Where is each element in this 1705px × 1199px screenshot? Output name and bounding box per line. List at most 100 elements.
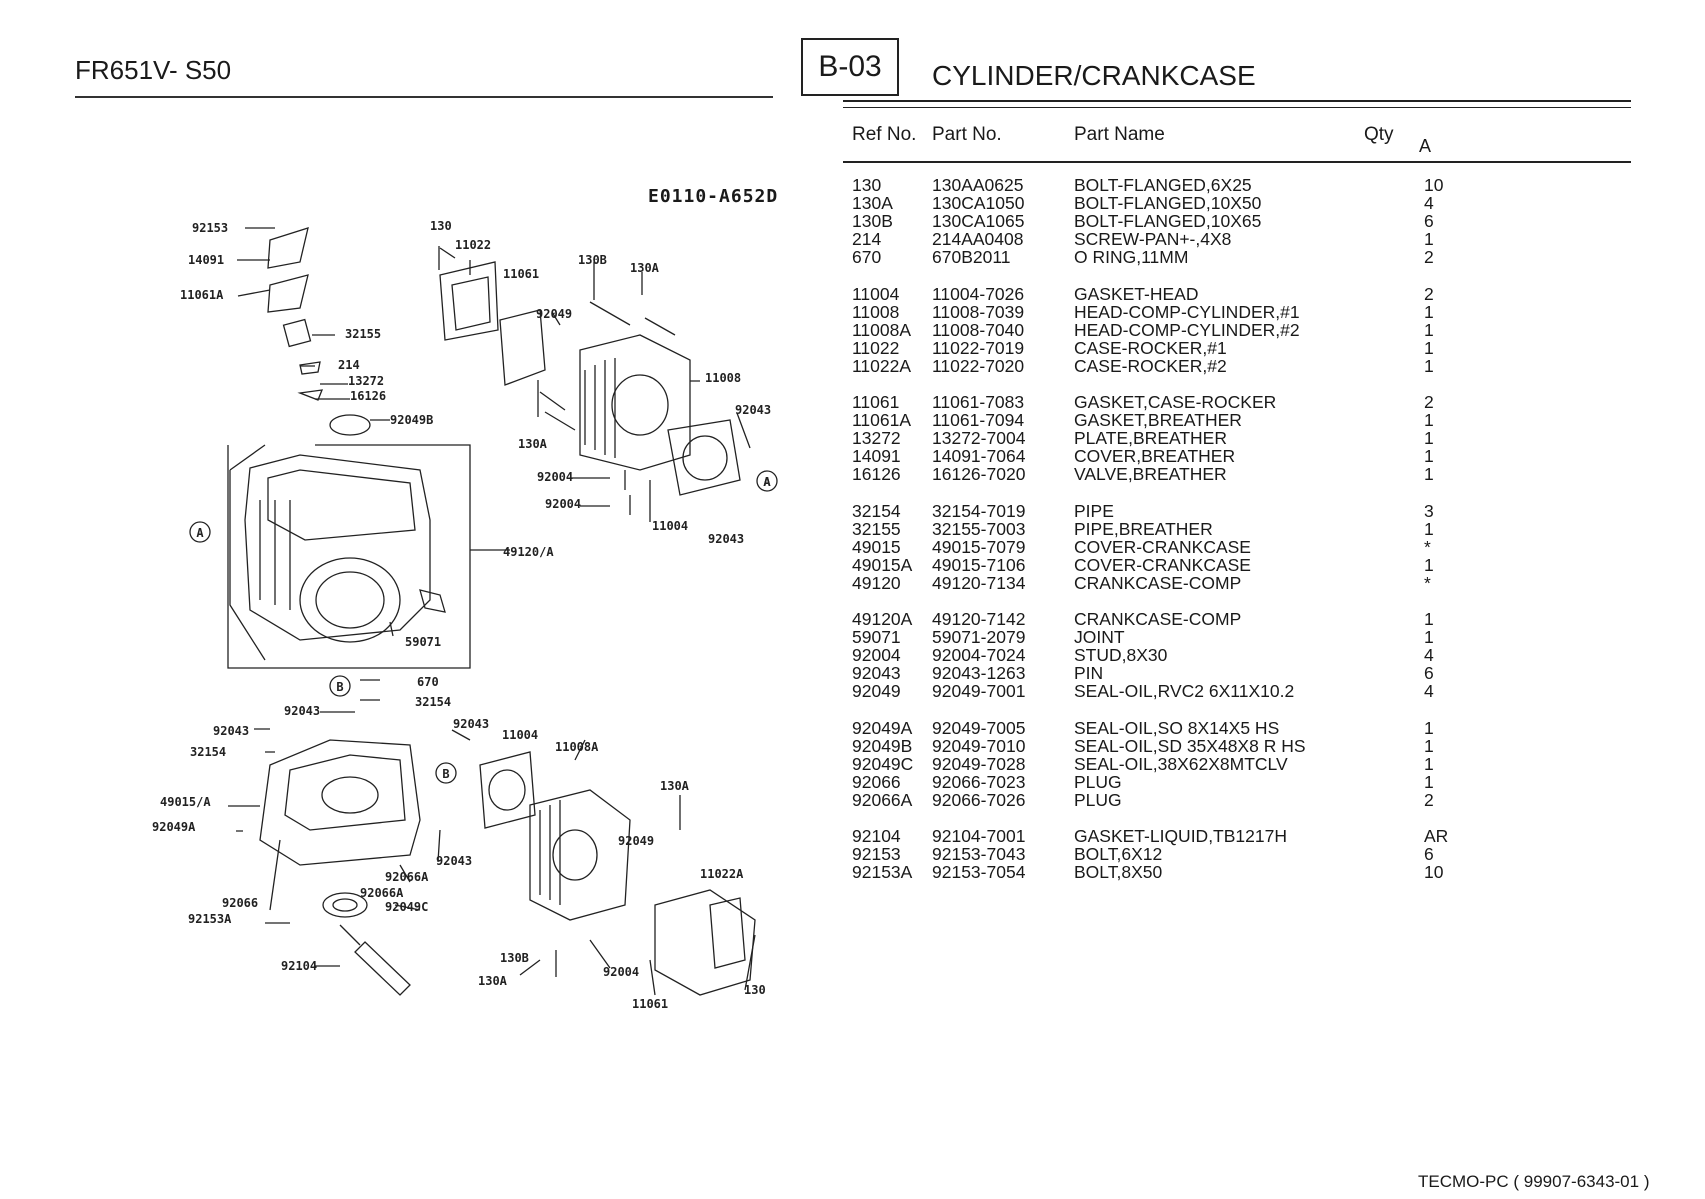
cell-part-name: PLUG: [1074, 789, 1122, 810]
callout-label: 92043: [453, 717, 489, 731]
cell-ref-no: 11022: [852, 337, 900, 358]
cell-ref-no: 92049: [852, 681, 901, 702]
cell-part-no: 92049-7005: [932, 717, 1026, 738]
reference-marker: B: [442, 767, 449, 781]
cell-ref-no: 92066A: [852, 789, 913, 810]
callout-label: 11004: [652, 519, 688, 533]
cell-part-name: SCREW-PAN+-,4X8: [1074, 229, 1232, 250]
cell-part-name: PLATE,BREATHER: [1074, 428, 1227, 449]
callout-label: 13272: [348, 374, 384, 388]
col-header-qty: Qty: [1364, 124, 1394, 145]
cell-part-no: 14091-7064: [932, 446, 1026, 467]
cell-qty: 10: [1424, 175, 1444, 195]
cell-part-name: BOLT-FLANGED,10X50: [1074, 193, 1262, 214]
cell-part-no: 49120-7134: [932, 572, 1026, 593]
cell-ref-no: 32154: [852, 500, 901, 521]
callout-label: 11004: [502, 728, 538, 742]
cell-qty: 1: [1424, 301, 1434, 322]
cell-qty: 1: [1424, 554, 1434, 575]
cell-part-name: GASKET,BREATHER: [1074, 410, 1242, 431]
cell-qty: 1: [1424, 410, 1434, 431]
cell-ref-no: 92049C: [852, 753, 914, 774]
callout-label: 130: [430, 219, 452, 233]
cell-part-name: CASE-ROCKER,#2: [1074, 355, 1227, 376]
reference-marker: A: [763, 475, 771, 489]
callout-label: 92004: [545, 497, 581, 511]
cell-ref-no: 14091: [852, 446, 901, 467]
cell-ref-no: 214: [852, 229, 882, 250]
cell-part-name: PIPE: [1074, 500, 1114, 521]
callout-label: 11022: [455, 238, 491, 252]
cell-part-no: 92049-7010: [932, 735, 1026, 756]
cell-qty: 4: [1424, 681, 1434, 702]
callout-label: 32155: [345, 327, 381, 341]
cell-ref-no: 49015A: [852, 554, 913, 575]
cell-part-no: 130AA0625: [932, 175, 1024, 195]
callout-label: 130A: [478, 974, 508, 988]
cell-part-name: HEAD-COMP-CYLINDER,#2: [1074, 319, 1300, 340]
cell-ref-no: 670: [852, 247, 882, 268]
cell-ref-no: 92153: [852, 844, 901, 865]
reference-marker: B: [336, 680, 343, 694]
callout-label: 92043: [436, 854, 472, 868]
cell-qty: 4: [1424, 193, 1434, 214]
cell-part-no: 92066-7026: [932, 789, 1026, 810]
callout-label: 32154: [190, 745, 226, 759]
cell-part-name: COVER,BREATHER: [1074, 446, 1236, 467]
cell-part-no: 49120-7142: [932, 609, 1026, 629]
cell-ref-no: 92066: [852, 771, 901, 792]
cell-ref-no: 11008: [852, 301, 900, 322]
cell-part-no: 11061-7083: [932, 392, 1025, 412]
callout-label: 59071: [405, 635, 441, 649]
callout-label: 130A: [630, 261, 660, 275]
cell-ref-no: 16126: [852, 464, 901, 485]
section-code-box: B-03: [801, 38, 899, 96]
cell-qty: *: [1424, 572, 1431, 593]
callout-label: 92043: [735, 403, 771, 417]
callout-label: 92049A: [152, 820, 196, 834]
cell-ref-no: 130A: [852, 193, 893, 214]
cell-ref-no: 11061A: [852, 410, 912, 431]
cell-part-no: 32155-7003: [932, 518, 1026, 539]
col-header-partno: Part No.: [932, 124, 1002, 145]
cell-ref-no: 130B: [852, 211, 893, 232]
cell-part-no: 92043-1263: [932, 663, 1026, 684]
cell-ref-no: 92004: [852, 645, 901, 666]
cell-part-no: 49015-7106: [932, 554, 1026, 575]
callout-label: 11061A: [180, 288, 224, 302]
cell-part-no: 130CA1050: [932, 193, 1025, 214]
cell-part-name: GASKET,CASE-ROCKER: [1074, 392, 1277, 412]
cell-part-name: SEAL-OIL,SO 8X14X5 HS: [1074, 717, 1280, 738]
cell-qty: 10: [1424, 862, 1444, 883]
cell-part-name: SEAL-OIL,38X62X8MTCLV: [1074, 753, 1288, 774]
cell-part-no: 92066-7023: [932, 771, 1026, 792]
cell-qty: 1: [1424, 518, 1434, 539]
footer-code: TECMO-PC ( 99907-6343-01 ): [1418, 1172, 1650, 1191]
cell-part-name: SEAL-OIL,SD 35X48X8 R HS: [1074, 735, 1306, 756]
cell-qty: 1: [1424, 446, 1434, 467]
cell-part-name: COVER-CRANKCASE: [1074, 554, 1251, 575]
cell-qty: 4: [1424, 645, 1434, 666]
callout-label: 130B: [578, 253, 607, 267]
cell-qty: 1: [1424, 337, 1434, 358]
cell-qty: 1: [1424, 229, 1434, 250]
cell-part-name: BOLT,6X12: [1074, 844, 1163, 865]
cell-ref-no: 92104: [852, 826, 901, 846]
cell-ref-no: 13272: [852, 428, 901, 449]
cell-part-no: 92004-7024: [932, 645, 1026, 666]
cell-part-no: 92153-7043: [932, 844, 1026, 865]
col-header-partname: Part Name: [1074, 124, 1165, 145]
callout-label: 49120/A: [503, 545, 554, 559]
cell-part-name: COVER-CRANKCASE: [1074, 536, 1251, 557]
callout-label: 92066: [222, 896, 258, 910]
cell-part-name: PIN: [1074, 663, 1104, 684]
cell-ref-no: 92049B: [852, 735, 913, 756]
reference-marker: A: [763, 475, 771, 489]
cell-qty: 6: [1424, 844, 1434, 865]
cell-qty: 2: [1424, 247, 1434, 268]
callout-label: 11008A: [555, 740, 599, 754]
cell-qty: 6: [1424, 663, 1434, 684]
callout-label: 32154: [415, 695, 451, 709]
callout-label: 670: [417, 675, 439, 689]
callout-label: 130B: [500, 951, 529, 965]
